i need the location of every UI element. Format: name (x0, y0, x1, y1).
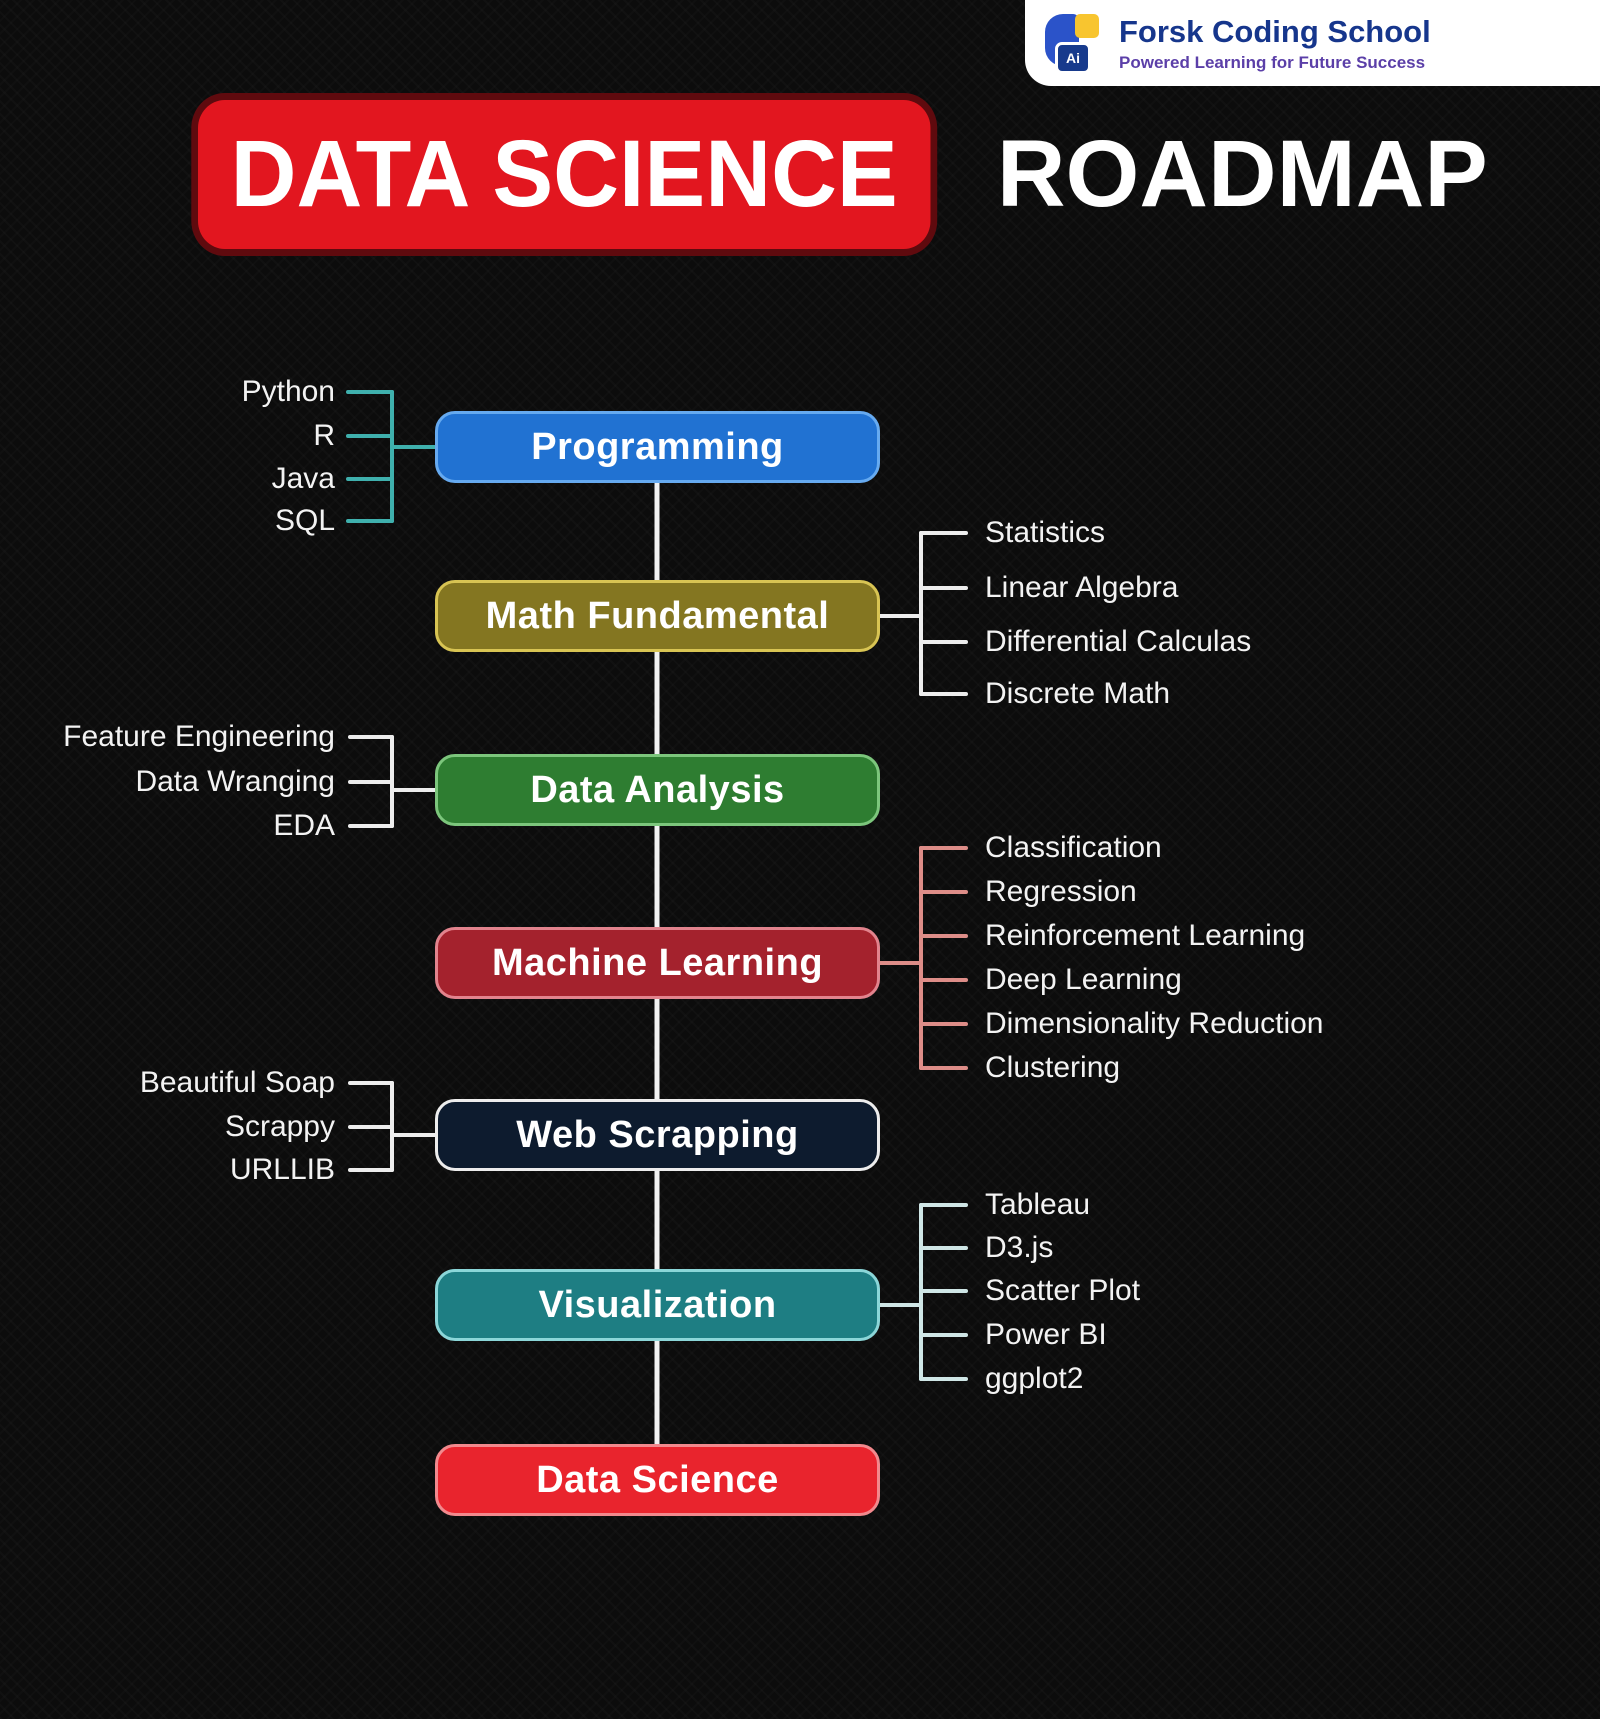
bracket-programming (346, 390, 439, 523)
title-highlight: DATA SCIENCE (198, 100, 931, 249)
node-data-science: Data Science (435, 1444, 880, 1516)
list-item: Python (241, 375, 335, 408)
list-item: Java (271, 462, 335, 495)
bracket-web-scrapping (348, 1081, 439, 1172)
list-item: Differential Calculas (985, 625, 1252, 658)
forsk-logo-icon: Ai (1043, 12, 1105, 74)
list-item: Linear Algebra (985, 571, 1179, 604)
brand-name: Forsk Coding School (1119, 13, 1431, 49)
list-item: Reinforcement Learning (985, 919, 1306, 952)
list-item: Deep Learning (985, 963, 1182, 996)
node-math-fundamental: Math Fundamental (435, 580, 880, 652)
list-item: Scrappy (224, 1110, 335, 1143)
list-item: URLLIB (229, 1153, 335, 1186)
node-web-scrapping: Web Scrapping (435, 1099, 880, 1171)
list-item: Tableau (985, 1188, 1091, 1221)
list-item: Discrete Math (985, 677, 1171, 710)
bracket-math-fundamental (876, 531, 968, 696)
list-item: R (313, 419, 335, 452)
list-item: Beautiful Soap (139, 1066, 335, 1099)
node-visualization: Visualization (435, 1269, 880, 1341)
list-item: Power BI (985, 1318, 1107, 1351)
node-programming: Programming (435, 411, 880, 483)
brand-tagline: Powered Learning for Future Success (1119, 52, 1426, 72)
page-title: DATA SCIENCE ROADMAP (198, 100, 1488, 249)
node-data-analysis: Data Analysis (435, 754, 880, 826)
title-rest: ROADMAP (996, 121, 1488, 227)
list-item: EDA (273, 809, 335, 842)
bracket-visualization (876, 1203, 968, 1381)
bracket-machine-learning (876, 846, 968, 1070)
list-item: Feature Engineering (63, 720, 335, 753)
list-item: D3.js (985, 1231, 1054, 1264)
list-item: Classification (985, 831, 1162, 864)
ai-badge: Ai (1055, 42, 1091, 74)
list-item: Data Wranging (135, 765, 335, 798)
list-item: ggplot2 (985, 1362, 1084, 1395)
logo-yellow-shape (1075, 14, 1099, 38)
list-item: Statistics (985, 516, 1106, 549)
list-item: Clustering (985, 1051, 1121, 1084)
node-machine-learning: Machine Learning (435, 927, 880, 999)
list-item: SQL (274, 504, 335, 537)
logo-text: Forsk Coding School Powered Learning for… (1119, 14, 1431, 72)
bracket-data-analysis (348, 735, 439, 828)
list-item: Scatter Plot (985, 1274, 1141, 1307)
list-item: Dimensionality Reduction (985, 1007, 1324, 1040)
brand-logo-card: Ai Forsk Coding School Powered Learning … (1025, 0, 1600, 86)
list-item: Regression (985, 875, 1137, 908)
